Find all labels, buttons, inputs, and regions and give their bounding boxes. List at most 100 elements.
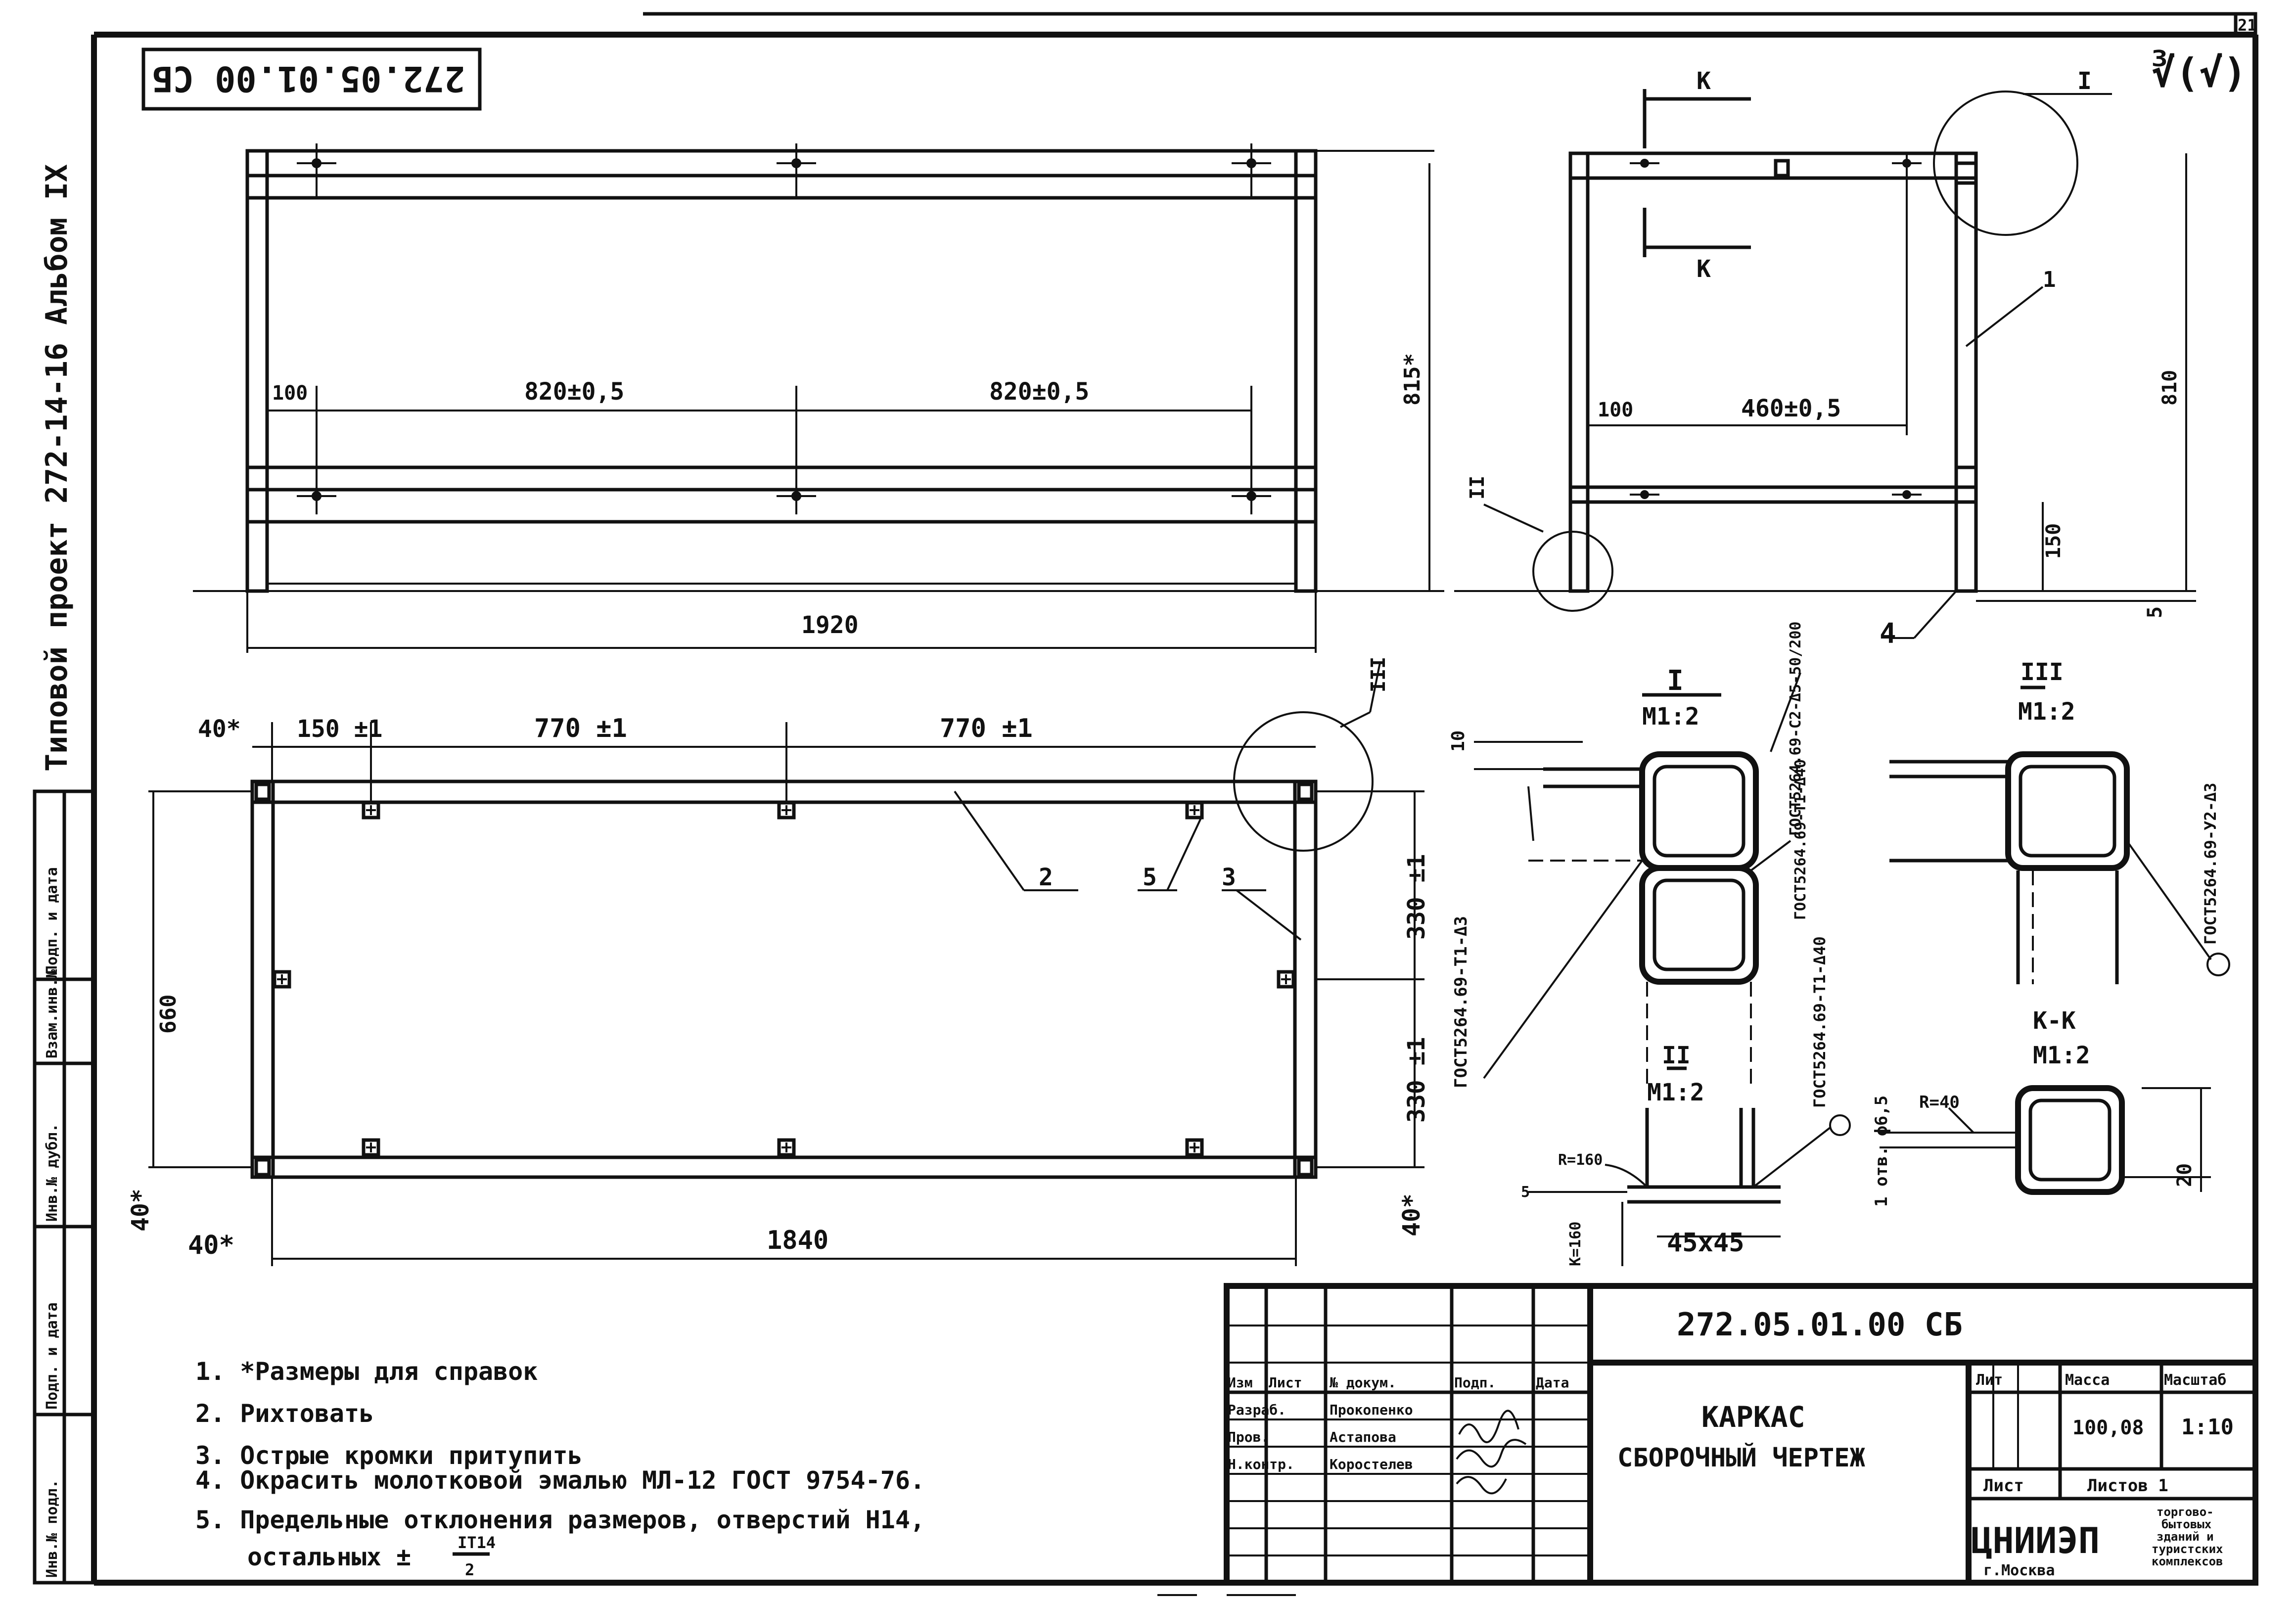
detail-II-size: 45x45 (1667, 1228, 1745, 1258)
tb-row-1-role: Пров. (1228, 1429, 1269, 1445)
plan-dim-330a: 330 ±1 (1403, 854, 1430, 940)
detail-II (1528, 1066, 1851, 1266)
plan-dim-770b: 770 ±1 (940, 714, 1033, 743)
detail-I-scale: М1:2 (1642, 703, 1699, 731)
detail-I-weld-3: ГОСТ5264.69-Т1-Δ40 (1792, 759, 1809, 920)
sheet-number: 21 (2238, 16, 2257, 35)
side-section-k-bottom: К (1697, 255, 1711, 283)
notes: 1. *Размеры для справок 2. Рихтовать 3. … (195, 1357, 925, 1579)
plan-tabs (273, 801, 1295, 1157)
plan-dim-40d: 40* (1398, 1193, 1425, 1236)
sidebar-field-1: Инв.№ дубл. (44, 1123, 61, 1222)
tb-city: г.Москва (1983, 1562, 2055, 1579)
tb-mass-value: 100,08 (2072, 1417, 2144, 1439)
sidebar-field-4: Подп. и дата (44, 1302, 61, 1410)
title-block (1224, 1283, 2258, 1586)
side-dim-mid: 460±0,5 (1741, 395, 1841, 422)
front-view (193, 143, 1444, 653)
front-holes (297, 143, 1271, 514)
detail-KK-title: К-К (2033, 1007, 2076, 1035)
note-5-cont: остальных ± (247, 1543, 411, 1571)
signatures (1456, 1410, 1527, 1495)
tb-row-2-name: Коростелев (1330, 1456, 1413, 1472)
detail-KK-scale: М1:2 (2033, 1042, 2090, 1069)
detail-II-scale: М1:2 (1647, 1079, 1704, 1106)
plan-dim-40a: 40* (198, 715, 241, 743)
tb-row-0-name: Прокопенко (1330, 1402, 1413, 1418)
sidebar: Типовой проект 272-14-16 Альбом IX Взам.… (33, 164, 96, 1585)
front-dim-total: 1920 (801, 611, 859, 639)
front-dim-height: 815* (1400, 353, 1425, 406)
plan-dim-40b: 40* (127, 1189, 154, 1232)
plan-leader-3: 3 (1222, 864, 1236, 891)
tb-org: ЦНИИЭП (1971, 1520, 2100, 1561)
plan-dim-660: 660 (156, 995, 181, 1034)
sidebar-field-0: Взам.инв.№ (44, 968, 61, 1058)
detail-III-weld: ГОСТ5264.69-У2-Δ3 (2201, 782, 2220, 945)
tb-col-doc: № докум. (1330, 1374, 1396, 1391)
side-dim-height: 810 (2158, 370, 2181, 406)
detail-II-weld: ГОСТ5264.69-Т1-Δ40 (1810, 936, 1829, 1108)
sheet-frame (91, 12, 2258, 1586)
detail-KK-hole: 1 отв. ϕ6,5 (1872, 1096, 1891, 1207)
tb-name-2: СБОРОЧНЫЙ ЧЕРТЕЖ (1617, 1443, 1865, 1473)
plan-dim-330b: 330 ±1 (1403, 1037, 1430, 1123)
tb-lit-label: Лит (1976, 1371, 2003, 1389)
tb-row-2-role: Н.контр. (1228, 1456, 1294, 1472)
plan-dim-770a: 770 ±1 (534, 714, 627, 743)
note-5: 5. Предельные отклонения размеров, отвер… (195, 1506, 925, 1534)
tb-col-izm: Изм (1228, 1374, 1253, 1391)
side-callout-2: II (1466, 476, 1489, 500)
tb-mass-label: Масса (2065, 1371, 2110, 1389)
plan-dim-150: 150 ±1 (297, 715, 382, 743)
plan-callout-3: III (1367, 657, 1390, 692)
side-dim-base: 5 (2144, 606, 2166, 618)
plan-view (148, 662, 1424, 1266)
roughness-mark: ∛(√) (2152, 49, 2247, 96)
detail-KK-dim-20: 20 (2173, 1163, 2196, 1187)
note-3: 3. Острые кромки притупить (195, 1441, 583, 1470)
detail-I-weld-2: ГОСТ5264.69-Т1-Δ3 (1451, 916, 1471, 1088)
plan-leader-2: 2 (1039, 864, 1053, 891)
tb-col-sign: Подп. (1454, 1374, 1496, 1391)
plan-leader-5: 5 (1143, 864, 1157, 891)
detail-III-scale: М1:2 (2018, 698, 2075, 726)
note-4: 4. Окрасить молотковой эмалью МЛ-12 ГОСТ… (195, 1466, 925, 1495)
detail-KK (1880, 1085, 2211, 1195)
tb-sheets-label: Листов 1 (2087, 1476, 2168, 1496)
detail-I-title: I (1667, 665, 1684, 697)
tb-col-list: Лист (1269, 1374, 1302, 1391)
note-2: 2. Рихтовать (195, 1399, 374, 1428)
detail-I-dim-10: 10 (1448, 731, 1469, 752)
front-dim-left: 100 (272, 382, 308, 405)
note-5-fraction-den: 2 (465, 1560, 474, 1579)
detail-I-weld-1: ГОСТ5264.69-С2-Δ5-50/200 (1787, 622, 1804, 836)
tb-row-1-name: Астапова (1330, 1429, 1396, 1445)
tb-org-desc-1: бытовых (2161, 1517, 2211, 1531)
front-dim-mid1: 820±0,5 (524, 378, 624, 406)
detail-III (1889, 686, 2230, 984)
side-view (1454, 89, 2196, 639)
sidebar-field-3: Инв.№ подл. (44, 1479, 61, 1578)
front-dim-mid2: 820±0,5 (989, 378, 1089, 406)
note-5-fraction-num: IT14 (458, 1533, 496, 1552)
tb-org-desc-4: комплексов (2152, 1554, 2223, 1568)
detail-KK-radius: R=40 (1919, 1093, 1960, 1112)
detail-II-k: K=160 (1567, 1222, 1584, 1266)
tb-org-desc-3: туристских (2152, 1542, 2223, 1556)
sidebar-field-2: Подп. и дата (44, 867, 61, 974)
stamp-code: 272.05.01.00 СБ (152, 58, 465, 99)
note-1: 1. *Размеры для справок (195, 1357, 538, 1386)
side-leader-1: 1 (2043, 267, 2056, 292)
tb-code: 272.05.01.00 СБ (1677, 1307, 1963, 1343)
tb-org-desc-0: торгово- (2157, 1505, 2214, 1519)
tb-org-desc-2: зданий и (2157, 1530, 2214, 1544)
stamp-frame (141, 47, 482, 111)
detail-II-radius: R=160 (1558, 1151, 1603, 1169)
side-callout-1: I (2077, 67, 2092, 95)
tb-col-date: Дата (1536, 1374, 1569, 1391)
side-section-k-top: К (1697, 67, 1711, 95)
detail-II-title: II (1662, 1042, 1691, 1069)
plan-dim-40c: 40* (188, 1231, 234, 1260)
